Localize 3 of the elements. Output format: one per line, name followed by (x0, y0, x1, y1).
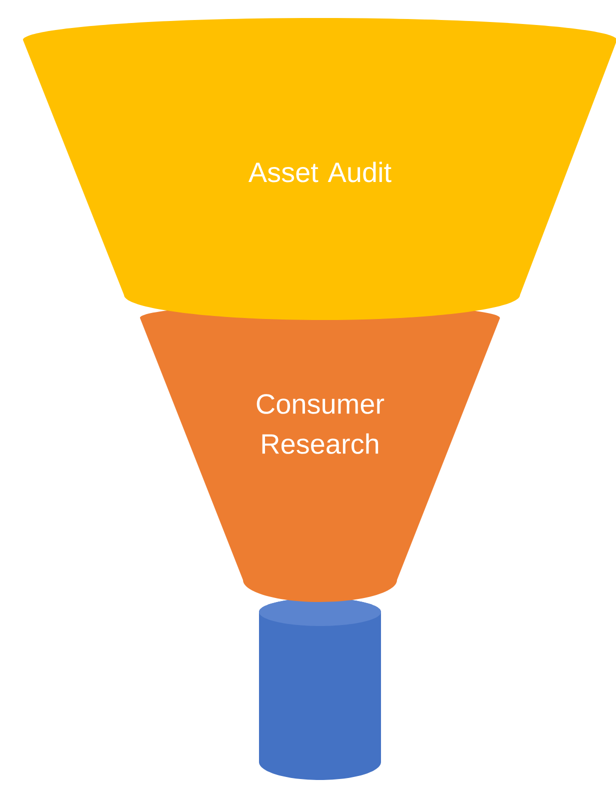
cylinder (259, 598, 381, 780)
funnel-section: Consumer Research (140, 304, 500, 602)
funnel-section: Asset Audit (23, 18, 616, 320)
